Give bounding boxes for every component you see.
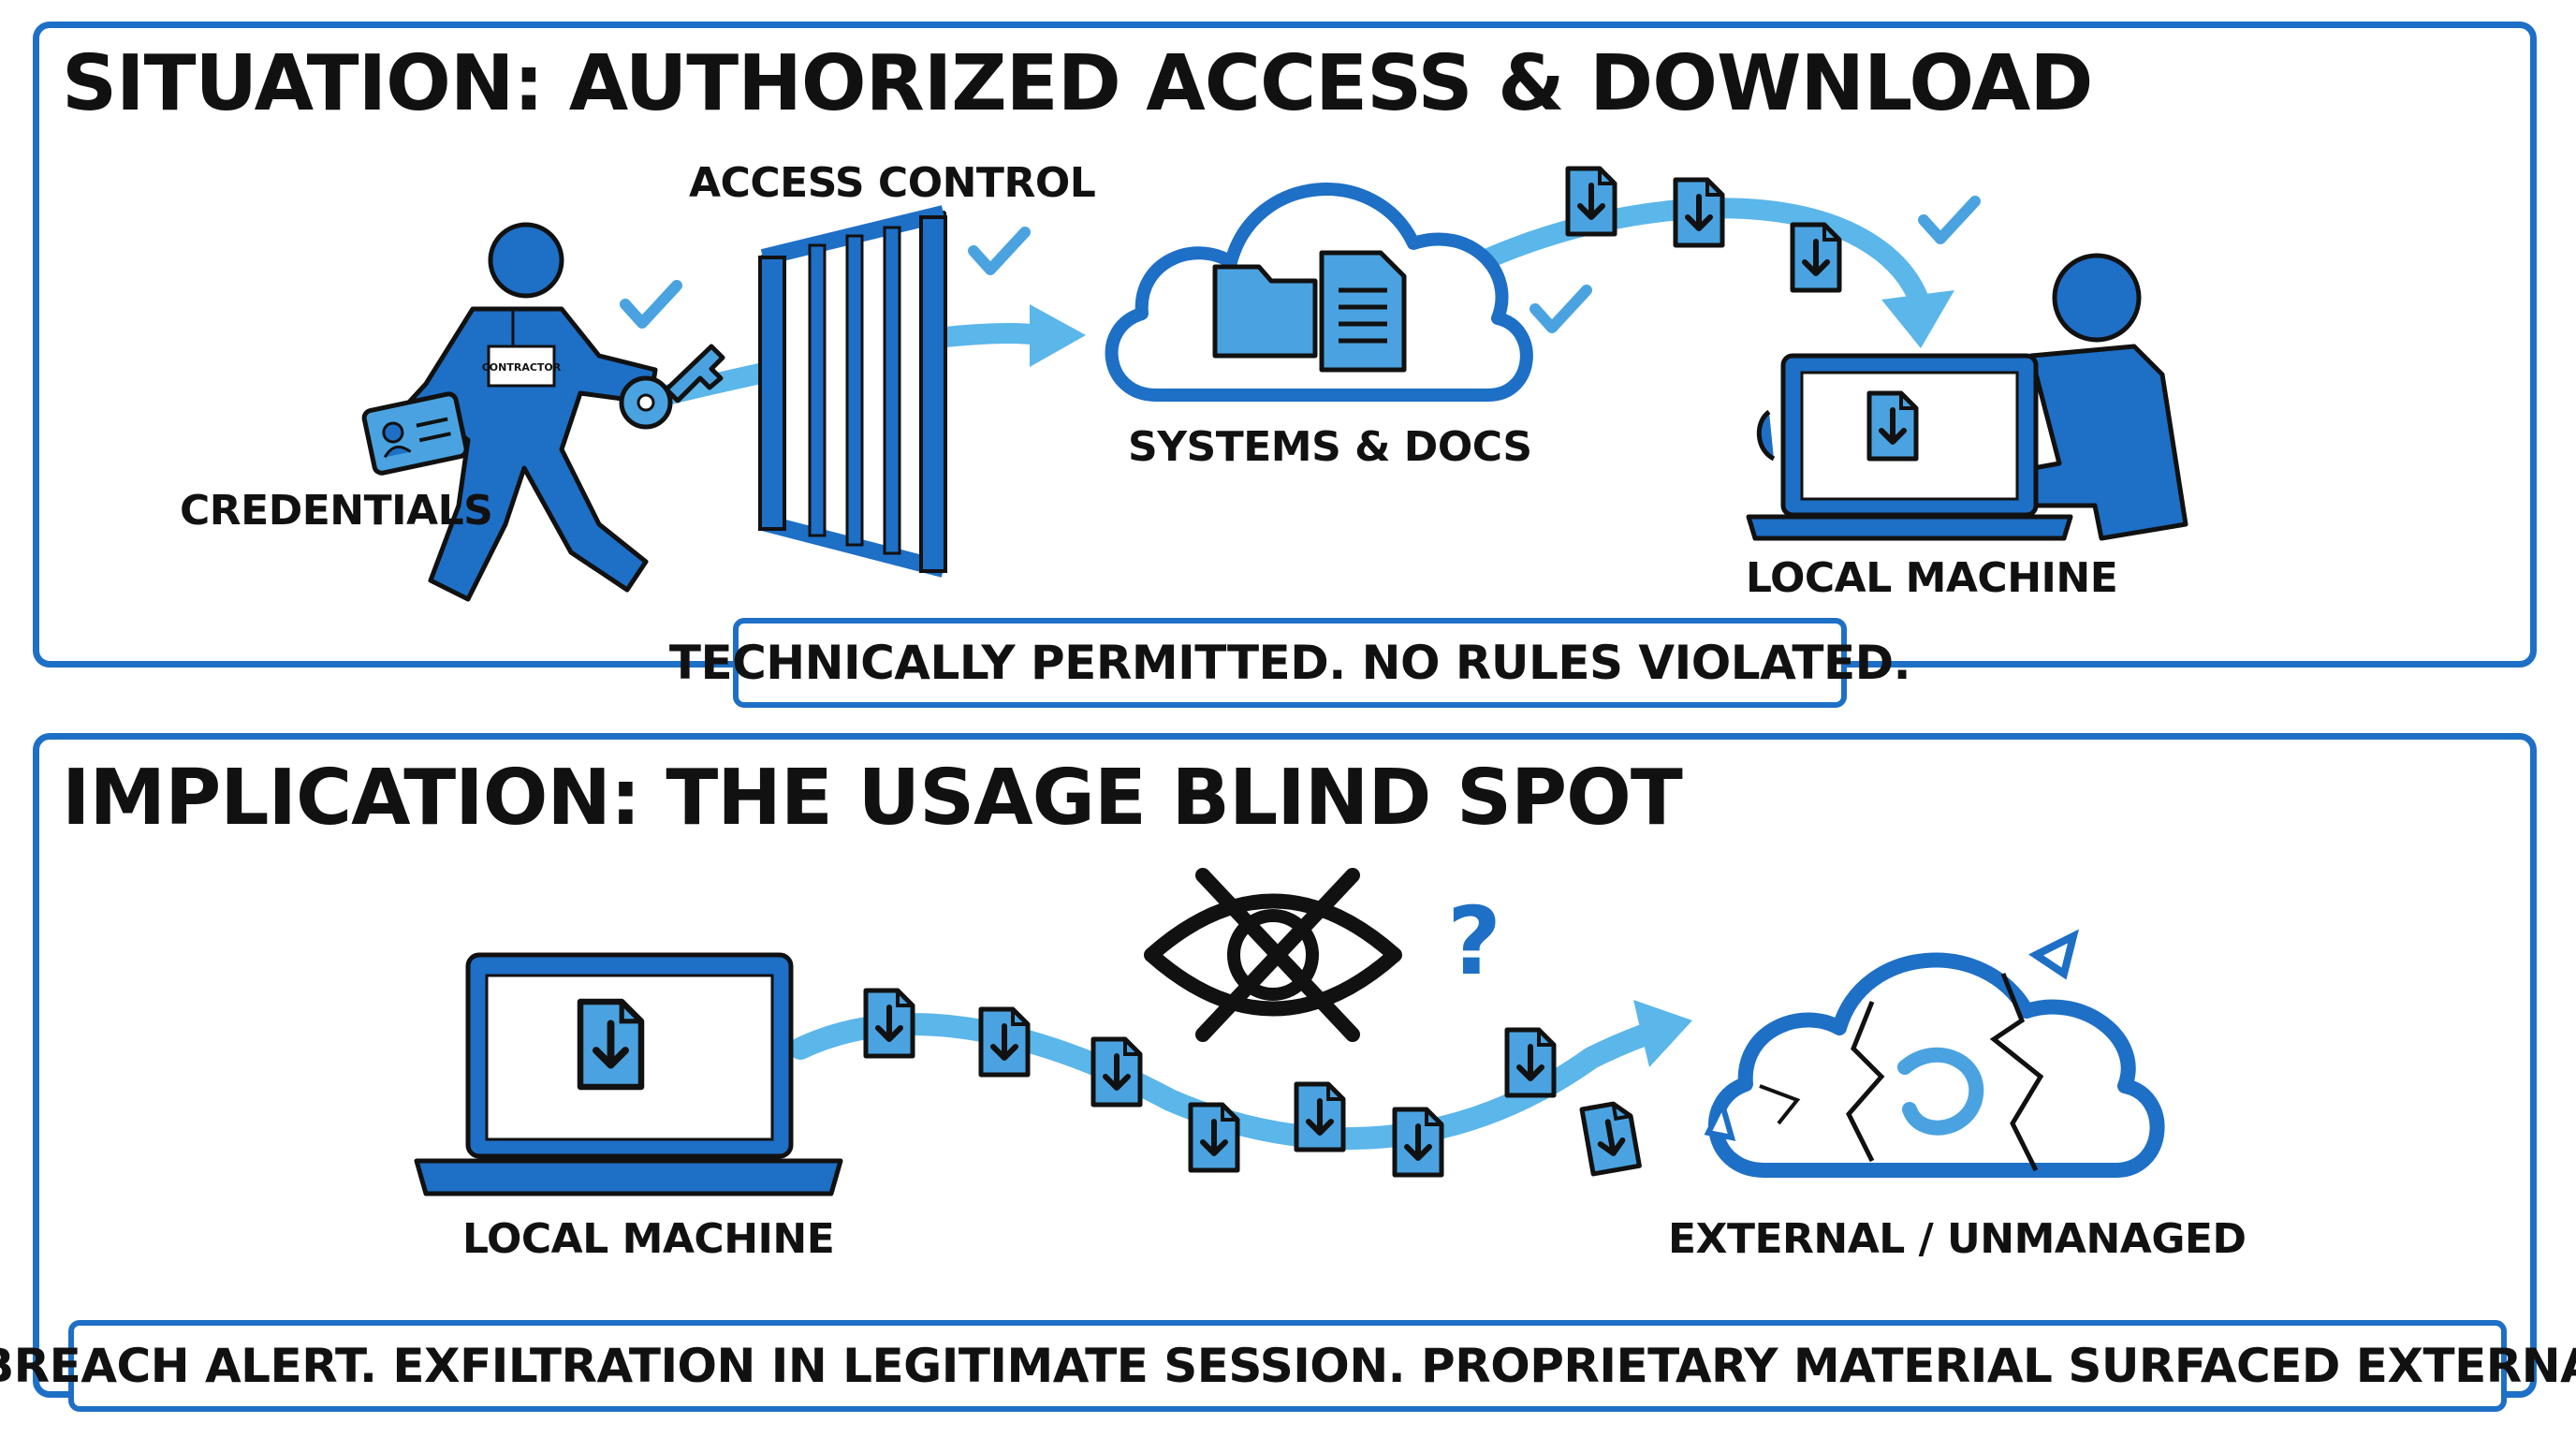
badge-text: CONTRACTOR xyxy=(482,361,562,374)
download-file-icon xyxy=(1869,393,1916,459)
download-file-icon xyxy=(1191,1105,1237,1170)
access-control-label: ACCESS CONTROL xyxy=(689,159,1096,207)
id-card-icon xyxy=(361,391,469,476)
credentials-label: CREDENTIALS xyxy=(180,487,493,535)
download-file-icon xyxy=(1793,225,1839,290)
implication-title: IMPLICATION: THE USAGE BLIND SPOT xyxy=(62,754,1683,843)
crossed-eye-icon xyxy=(1144,868,1402,1042)
download-file-icon xyxy=(1395,1109,1442,1175)
download-file-icon xyxy=(866,990,913,1056)
exfiltration-flow-arrow xyxy=(789,1000,1692,1151)
gate-icon xyxy=(758,205,947,578)
checkmark-icon xyxy=(973,232,1025,270)
systems-cloud-icon xyxy=(1105,183,1533,402)
checkmark-icon xyxy=(625,286,677,323)
local-machine-label: LOCAL MACHINE xyxy=(1746,554,2118,602)
external-unmanaged-label: EXTERNAL / UNMANAGED xyxy=(1668,1215,2247,1263)
download-file-icon xyxy=(1676,180,1722,245)
checkmark-icon xyxy=(1535,290,1587,328)
download-file-icon xyxy=(1296,1084,1343,1150)
download-flow-arrow xyxy=(1450,198,1954,348)
download-file-icon xyxy=(981,1009,1028,1075)
download-file-icon xyxy=(1507,1030,1554,1095)
download-file-icon xyxy=(1093,1039,1140,1105)
document-icon xyxy=(1319,250,1407,373)
download-file-icon xyxy=(580,1002,641,1087)
user-person-icon xyxy=(1756,253,2188,541)
systems-docs-label: SYSTEMS & DOCS xyxy=(1128,423,1532,471)
contractor-person-icon: CONTRACTOR xyxy=(372,222,658,602)
broken-cloud-icon xyxy=(1704,929,2165,1178)
local-machine-label-bottom: LOCAL MACHINE xyxy=(462,1215,835,1263)
folder-icon xyxy=(1212,264,1318,359)
situation-title: SITUATION: AUTHORIZED ACCESS & DOWNLOAD xyxy=(62,39,2093,128)
key-icon xyxy=(619,344,725,430)
question-mark: ? xyxy=(1447,887,1501,996)
download-file-icon xyxy=(1568,169,1615,234)
download-file-icon xyxy=(1582,1101,1639,1174)
implication-callout: NO BREACH ALERT. EXFILTRATION IN LEGITIM… xyxy=(0,1320,2576,1412)
situation-callout: TECHNICALLY PERMITTED. NO RULES VIOLATED… xyxy=(669,618,1911,708)
checkmark-icon xyxy=(1924,201,1975,239)
